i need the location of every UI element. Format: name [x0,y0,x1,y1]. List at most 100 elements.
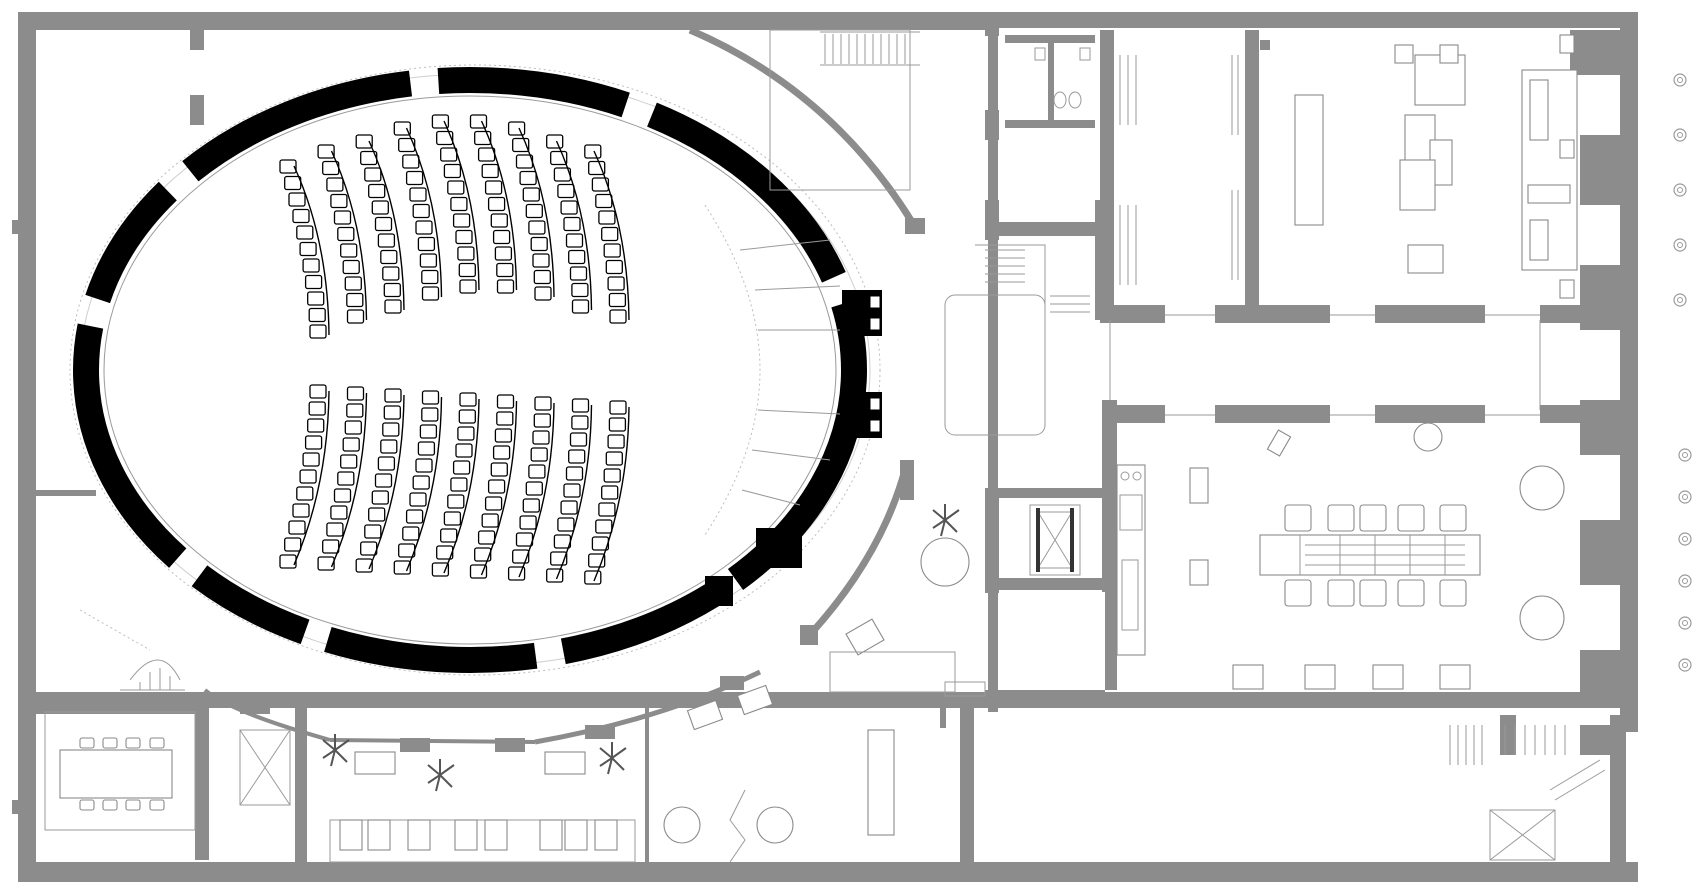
auditorium-seat [284,175,302,191]
auditorium-seat [530,236,548,252]
auditorium-seat [450,196,468,212]
conference-chair [1359,504,1387,532]
auditorium-seat [496,262,514,278]
auditorium-seat [507,566,526,581]
seat-row-rail [555,404,593,580]
auditorium-seat [557,183,575,199]
auditorium-seat [455,229,473,245]
auditorium-seats-lower [279,384,630,585]
window-marker [1678,658,1692,672]
south-service [1449,715,1626,880]
auditorium-seat [457,246,475,261]
auditorium-seat [415,220,433,235]
conference-chair [1327,504,1355,532]
auditorium-seat [344,276,362,291]
window-marker-inner [1677,77,1683,83]
auditorium-seats-upper [279,114,630,339]
auditorium-seat [484,496,503,511]
auditorium-seat [458,262,476,278]
auditorium-seat [458,409,476,424]
auditorium-seat [459,279,477,294]
seat-row-rail [293,165,330,336]
seat-row-rail [443,398,480,574]
auditorium-seat [382,266,400,281]
auditorium-seat [284,537,302,552]
auditorium-seat [481,513,499,528]
auditorium-seat [512,549,530,564]
auditorium-seat [377,233,396,248]
window-marker [1673,238,1687,252]
auditorium-seat [571,282,589,298]
conference-chair [1397,579,1425,607]
auditorium-seat [595,193,613,209]
auditorium-seat [346,309,365,324]
auditorium-seat [296,486,314,501]
auditorium-seat [380,249,398,265]
auditorium-seat [330,193,348,209]
auditorium-seat [436,130,454,146]
auditorium-seat [595,519,613,534]
auditorium-seat [346,292,364,308]
auditorium-seat [382,422,400,437]
seat-row-rail [555,140,593,311]
window-marker [1678,448,1692,462]
curved-corridor-walls [203,26,925,752]
auditorium-seat [326,522,344,537]
auditorium-seat [565,233,584,248]
meeting-room-chairs [79,737,165,811]
auditorium-seat [383,405,401,420]
auditorium-seat [568,449,586,464]
auditorium-seat [377,456,396,471]
auditorium-seat [299,469,317,484]
conference-chairs [1284,504,1467,607]
window-marker-inner [1682,452,1688,458]
auditorium-seat [496,394,515,409]
auditorium-seat [557,517,575,532]
auditorium-seat [308,307,326,323]
auditorium-seat [296,225,314,240]
auditorium-seat [417,441,436,456]
core-stair [985,249,1090,313]
auditorium-seat [342,259,360,275]
auditorium-seat [402,526,420,541]
window-marker [1673,293,1687,307]
window-marker-inner [1677,242,1683,248]
auditorium-seat [431,114,450,129]
auditorium-seat [304,435,323,450]
auditorium-seat [477,147,496,162]
auditorium-seat [419,424,438,439]
auditorium-seat [487,196,506,212]
auditorium-seat [598,502,616,517]
auditorium-seat [309,324,327,339]
auditorium-seat [417,236,436,252]
auditorium-seat [607,434,625,449]
window-marker-inner [1682,578,1688,584]
meeting-chair [149,737,165,749]
auditorium-seat [571,299,590,314]
auditorium-seat [371,490,389,505]
seat-row-rail [480,400,518,576]
meeting-chair [79,799,95,811]
window-marker-inner [1682,620,1688,626]
service-stair [1449,725,1606,801]
window-marker [1678,616,1692,630]
auditorium-seat [440,147,458,162]
auditorium-seat [330,505,348,520]
meeting-chair [125,737,141,749]
auditorium-seat [571,398,590,413]
auditorium-seat [380,439,398,454]
auditorium-seat [560,200,578,215]
corridor-lines [1109,314,1541,416]
auditorium-seat [342,437,360,452]
window-marker-inner [1682,662,1688,668]
auditorium-seat [608,292,627,308]
auditorium-seat [393,121,411,136]
auditorium-seat [419,253,438,268]
seat-row-rail [480,120,518,291]
auditorium-seat [490,462,508,477]
auditorium-seat [317,556,335,571]
auditorium-seat [447,494,465,509]
auditorium-seat [563,483,581,498]
